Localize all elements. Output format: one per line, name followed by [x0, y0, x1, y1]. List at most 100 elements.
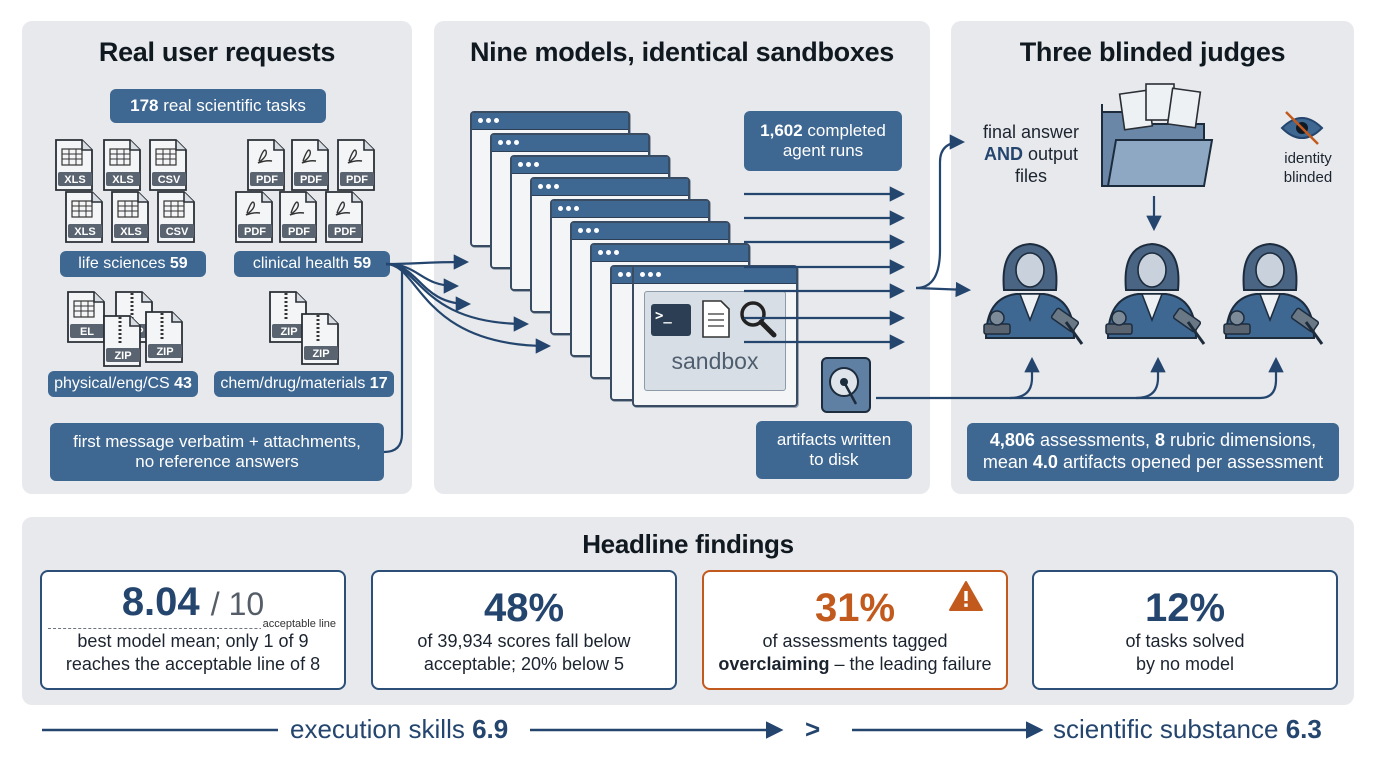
fan-arrow: [385, 262, 552, 354]
finding-card-best-mean: 8.04 / 10 acceptable line best model mea…: [40, 570, 346, 690]
request-connector: [383, 266, 404, 454]
pdf-file-icon: PDF: [334, 139, 378, 191]
svg-text:EL: EL: [80, 326, 94, 338]
judge-icon: [1223, 242, 1324, 345]
runs-count: 1,602: [760, 120, 803, 140]
panel-title: Real user requests: [98, 37, 336, 67]
panel-findings: Headline findings 8.04 / 10 acceptable l…: [22, 517, 1354, 705]
svg-text:ZIP: ZIP: [156, 346, 173, 358]
window-titlebar: [634, 267, 796, 284]
pdf-file-icon: PDF: [244, 139, 288, 191]
svg-text:PDF: PDF: [288, 226, 310, 238]
terminal-icon: >_: [651, 304, 691, 336]
archive-file-icon: ZIP: [298, 313, 342, 365]
runs-badge: 1,602 completed agent runs: [744, 111, 902, 171]
sandbox-inner: >_sandbox: [644, 291, 786, 391]
sandbox-label: sandbox: [671, 348, 759, 374]
archive-file-icon: ZIP: [266, 291, 310, 343]
pdf-file-icon: PDF: [288, 139, 332, 191]
window-titlebar: [552, 201, 708, 218]
warning-icon: [949, 581, 983, 611]
execution-skills-score: execution skills 6.9: [290, 714, 509, 744]
fan-arrow: [385, 262, 530, 332]
svg-text:CSV: CSV: [166, 226, 189, 238]
group-label-physical: physical/eng/CS 43: [48, 371, 198, 397]
acceptable-line-label: acceptable line: [260, 618, 338, 630]
artifact-arrow: [1009, 356, 1040, 400]
folder-front: [1106, 139, 1214, 187]
identity-blinded-label: identity blinded: [1283, 150, 1333, 186]
svg-text:XLS: XLS: [120, 226, 141, 238]
svg-text:PDF: PDF: [346, 174, 368, 186]
spreadsheet-file-icon: XLS: [108, 191, 152, 243]
document-icon: [702, 300, 730, 338]
comparison-symbol: >: [805, 714, 821, 744]
svg-text:ZIP: ZIP: [312, 348, 329, 360]
magnifier-icon: [740, 301, 777, 338]
svg-text:PDF: PDF: [256, 174, 278, 186]
window-titlebar: [472, 113, 628, 130]
panel-title: Three blinded judges: [1019, 37, 1286, 67]
disk-arm: [842, 381, 858, 405]
sandbox-window: >_sandbox: [632, 265, 798, 407]
spreadsheet-file-icon: CSV: [146, 139, 190, 191]
answer-arrow: [915, 134, 966, 290]
pdf-file-icon: PDF: [322, 191, 366, 243]
below-acceptable-value: 48%: [483, 586, 565, 630]
window-titlebar: [512, 157, 668, 174]
window-titlebar: [532, 179, 688, 196]
spreadsheet-file-icon: XLS: [52, 139, 96, 191]
tasks-text: real scientific tasks: [163, 95, 306, 115]
fan-arrow: [385, 254, 470, 270]
svg-text:ZIP: ZIP: [280, 326, 297, 338]
pdf-file-icon: PDF: [276, 191, 320, 243]
eye-slash: [1285, 111, 1319, 145]
group-label-chem: chem/drug/materials 17: [214, 371, 394, 397]
svg-text:PDF: PDF: [300, 174, 322, 186]
tasks-count-badge: 178 real scientific tasks: [110, 89, 326, 123]
request-note: first message verbatim + attachments, no…: [50, 423, 384, 481]
panel-user-requests: Real user requests 178 real scientific t…: [22, 21, 412, 494]
judge-icon: [983, 242, 1084, 345]
svg-text:PDF: PDF: [334, 226, 356, 238]
artifact-line: [876, 356, 1284, 400]
svg-text:XLS: XLS: [64, 174, 85, 186]
panel-title: Nine models, identical sandboxes: [469, 37, 895, 67]
panel-sandboxes: Nine models, identical sandboxes >_sandb…: [434, 21, 930, 494]
findings-title: Headline findings: [582, 529, 794, 559]
overclaiming-value: 31%: [814, 586, 896, 630]
best-mean-value: 8.04: [121, 580, 200, 624]
pdf-file-icon: PDF: [232, 191, 276, 243]
artifacts-badge: artifacts written to disk: [756, 421, 912, 479]
window-titlebar: [592, 245, 748, 262]
judge-icon: [1105, 242, 1206, 345]
svg-text:PDF: PDF: [244, 226, 266, 238]
group-label-clinical-health: clinical health 59: [234, 251, 390, 277]
svg-text:ZIP: ZIP: [114, 350, 131, 362]
unsolved-value: 12%: [1144, 586, 1226, 630]
spreadsheet-file-icon: CSV: [154, 191, 198, 243]
archive-file-icon: ZIP: [100, 315, 144, 367]
artifact-arrow: [1135, 356, 1166, 400]
spreadsheet-file-icon: XLS: [100, 139, 144, 191]
svg-text:CSV: CSV: [158, 174, 181, 186]
window-titlebar: [572, 223, 728, 240]
svg-text:XLS: XLS: [74, 226, 95, 238]
archive-file-icon: ZIP: [142, 311, 186, 363]
group-label-life-sciences: life sciences 59: [60, 251, 206, 277]
window-titlebar: [492, 135, 648, 152]
svg-text:XLS: XLS: [112, 174, 133, 186]
scientific-substance-score: scientific substance 6.3: [1053, 714, 1322, 744]
acceptable-line: [48, 628, 338, 629]
assessments-badge: 4,806 assessments, 8 rubric dimensions, …: [967, 423, 1339, 481]
spreadsheet-file-icon: XLS: [62, 191, 106, 243]
judge-input-label: final answer AND output files: [982, 122, 1080, 186]
folder-file-icon: [1166, 87, 1202, 129]
judge-input-arrow: [915, 281, 972, 298]
fan-arrow: [385, 262, 472, 312]
tasks-count: 178: [130, 95, 159, 115]
